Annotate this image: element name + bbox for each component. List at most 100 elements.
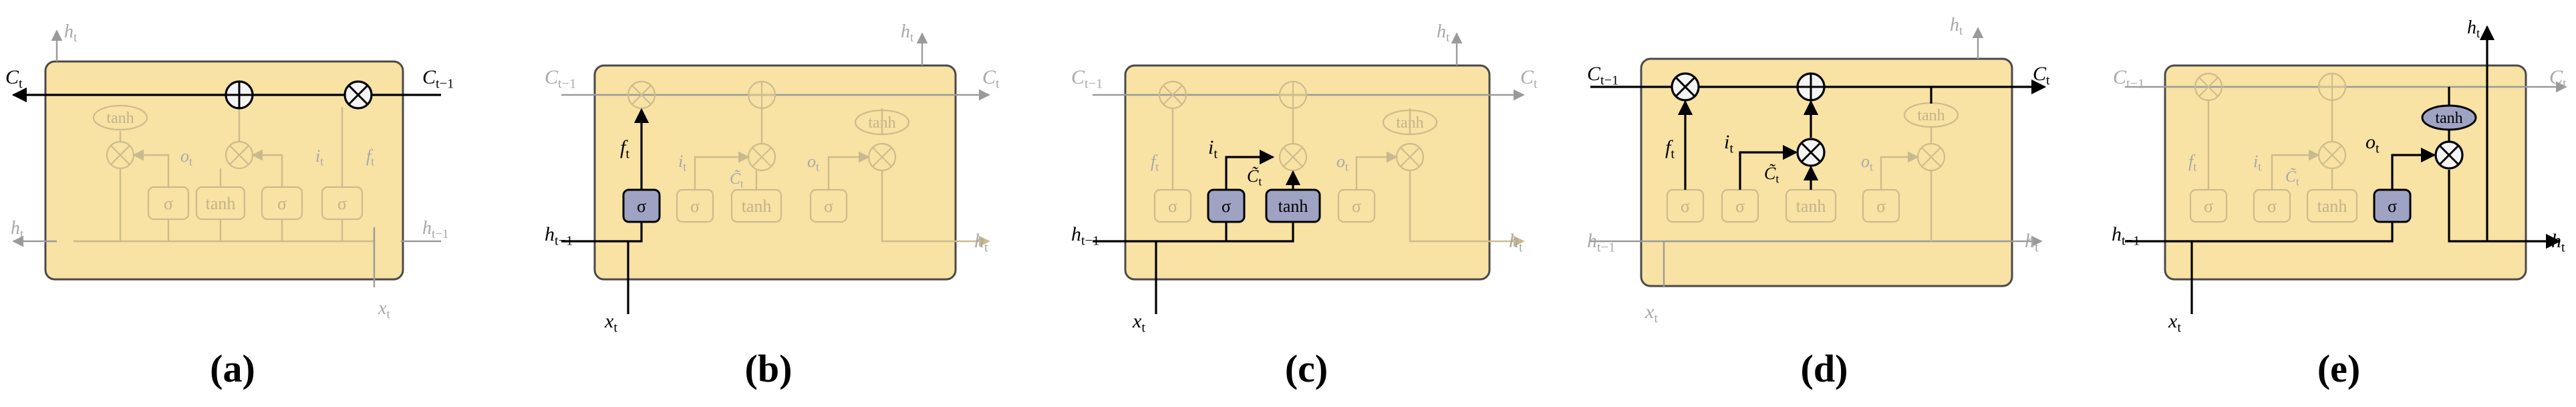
label-ct: Ct bbox=[2033, 63, 2050, 88]
label-ht-top: ht bbox=[901, 21, 914, 45]
label-xt: xt bbox=[1132, 310, 1145, 335]
label-cprev: Ct−1 bbox=[1071, 66, 1103, 92]
add-faded bbox=[2317, 72, 2347, 102]
mul-op bbox=[343, 80, 373, 110]
label-xt: xt bbox=[378, 298, 390, 321]
label-ctilde: C̃t bbox=[1764, 164, 1779, 186]
op-mark bbox=[1921, 147, 1941, 167]
op-mark bbox=[229, 145, 249, 165]
cell-body bbox=[1124, 64, 1491, 281]
gate-label: σ bbox=[1876, 196, 1886, 216]
label-ht-top: ht bbox=[1437, 21, 1450, 45]
output-tanh: tanh bbox=[2421, 104, 2477, 131]
output-gate: σ bbox=[2373, 188, 2412, 223]
caption-b: (b) bbox=[744, 347, 793, 390]
label-it: it bbox=[1208, 136, 1218, 162]
gate-label: σ bbox=[277, 194, 287, 213]
cell-body bbox=[44, 60, 404, 281]
gate-label: tanh bbox=[1796, 196, 1826, 216]
gate-label: σ bbox=[824, 196, 833, 216]
h-out bbox=[74, 168, 122, 243]
h bbox=[881, 170, 990, 247]
o bbox=[1880, 151, 1919, 190]
it-line bbox=[1225, 149, 1275, 190]
input-gate: σ bbox=[1207, 188, 1246, 223]
o-faded: ot bbox=[807, 152, 819, 174]
gate-label: tanh bbox=[742, 196, 772, 216]
label-xt: xt bbox=[604, 310, 617, 335]
i bbox=[2271, 149, 2320, 190]
i-path bbox=[251, 149, 283, 187]
o-faded: ot bbox=[1861, 152, 1873, 174]
gate-label: σ bbox=[1352, 196, 1361, 216]
label-xt: xt bbox=[2168, 310, 2181, 335]
i-label: it bbox=[315, 146, 323, 168]
tanh-faded: tanh bbox=[92, 104, 148, 131]
gate-label: σ bbox=[337, 194, 347, 213]
op-mark bbox=[1400, 147, 1420, 167]
gate-faded: tanh bbox=[1785, 188, 1837, 223]
gate-label: σ bbox=[1168, 196, 1177, 216]
gate-label: σ bbox=[637, 196, 646, 216]
label-hprev: ht−1 bbox=[2112, 223, 2140, 249]
gate-faded: tanh bbox=[195, 186, 246, 221]
label-ht: ht bbox=[2025, 230, 2039, 255]
gate-label: σ bbox=[1681, 196, 1690, 216]
ot-line bbox=[2391, 147, 2436, 190]
label-hprev: ht−1 bbox=[1071, 223, 1099, 249]
caption-c: (c) bbox=[1284, 347, 1328, 390]
op-mark bbox=[2322, 145, 2342, 165]
label-ct: Ct bbox=[5, 66, 23, 92]
o-faded: ot bbox=[1336, 152, 1348, 174]
op-mark bbox=[1800, 142, 1822, 163]
label-ht-top: ht bbox=[2467, 17, 2480, 41]
cell-body bbox=[2164, 64, 2527, 281]
i bbox=[694, 151, 750, 190]
f-faded: ft bbox=[2188, 152, 2196, 174]
label-hprev: ht−1 bbox=[1587, 230, 1615, 255]
gate-label: σ bbox=[2267, 196, 2277, 216]
label-ht-top: ht bbox=[1950, 15, 1963, 38]
op-mark bbox=[752, 147, 772, 167]
hprev-line bbox=[561, 222, 643, 243]
label-ct: Ct bbox=[982, 66, 1000, 92]
f-label: ft bbox=[366, 146, 374, 168]
op-mark bbox=[110, 145, 130, 165]
op-mark bbox=[1675, 76, 1696, 98]
forget-mul bbox=[1671, 72, 1700, 102]
hprev-line bbox=[1093, 222, 1294, 243]
label-ct: Ct bbox=[1520, 66, 1538, 92]
label-cprev: Ct−1 bbox=[545, 66, 576, 92]
add-op bbox=[225, 80, 254, 110]
gate-label: σ bbox=[2388, 196, 2397, 216]
op-mark bbox=[2198, 77, 2219, 97]
gate-label: σ bbox=[1735, 196, 1745, 216]
gate-faded: tanh bbox=[2306, 188, 2358, 223]
add-faded bbox=[1278, 80, 1308, 110]
candidate-gate: tanh bbox=[1265, 188, 1321, 223]
c-faded: C̃t bbox=[730, 170, 744, 190]
label-ht-top: ht bbox=[64, 21, 78, 45]
label-ht: ht bbox=[1509, 230, 1523, 255]
caption-a: (a) bbox=[210, 347, 255, 390]
o-path bbox=[132, 149, 170, 187]
gate-label: σ bbox=[164, 194, 173, 213]
f-faded: ft bbox=[1151, 152, 1159, 174]
op-mark bbox=[1163, 85, 1183, 105]
c-faded: C̃t bbox=[2285, 168, 2299, 188]
gate-label: tanh bbox=[2317, 196, 2347, 216]
label-xt: xt bbox=[1644, 301, 1658, 326]
caption-d: (d) bbox=[1800, 347, 1848, 390]
i-faded: it bbox=[2253, 152, 2261, 174]
label-ht: ht bbox=[974, 230, 988, 255]
tanh-label: tanh bbox=[106, 110, 134, 127]
label-cprev: Ct−1 bbox=[1587, 63, 1618, 88]
gate-label: σ bbox=[1222, 196, 1231, 216]
op-mark bbox=[872, 147, 892, 167]
output-mul bbox=[2434, 140, 2464, 170]
tanh-ellipse bbox=[92, 104, 148, 131]
